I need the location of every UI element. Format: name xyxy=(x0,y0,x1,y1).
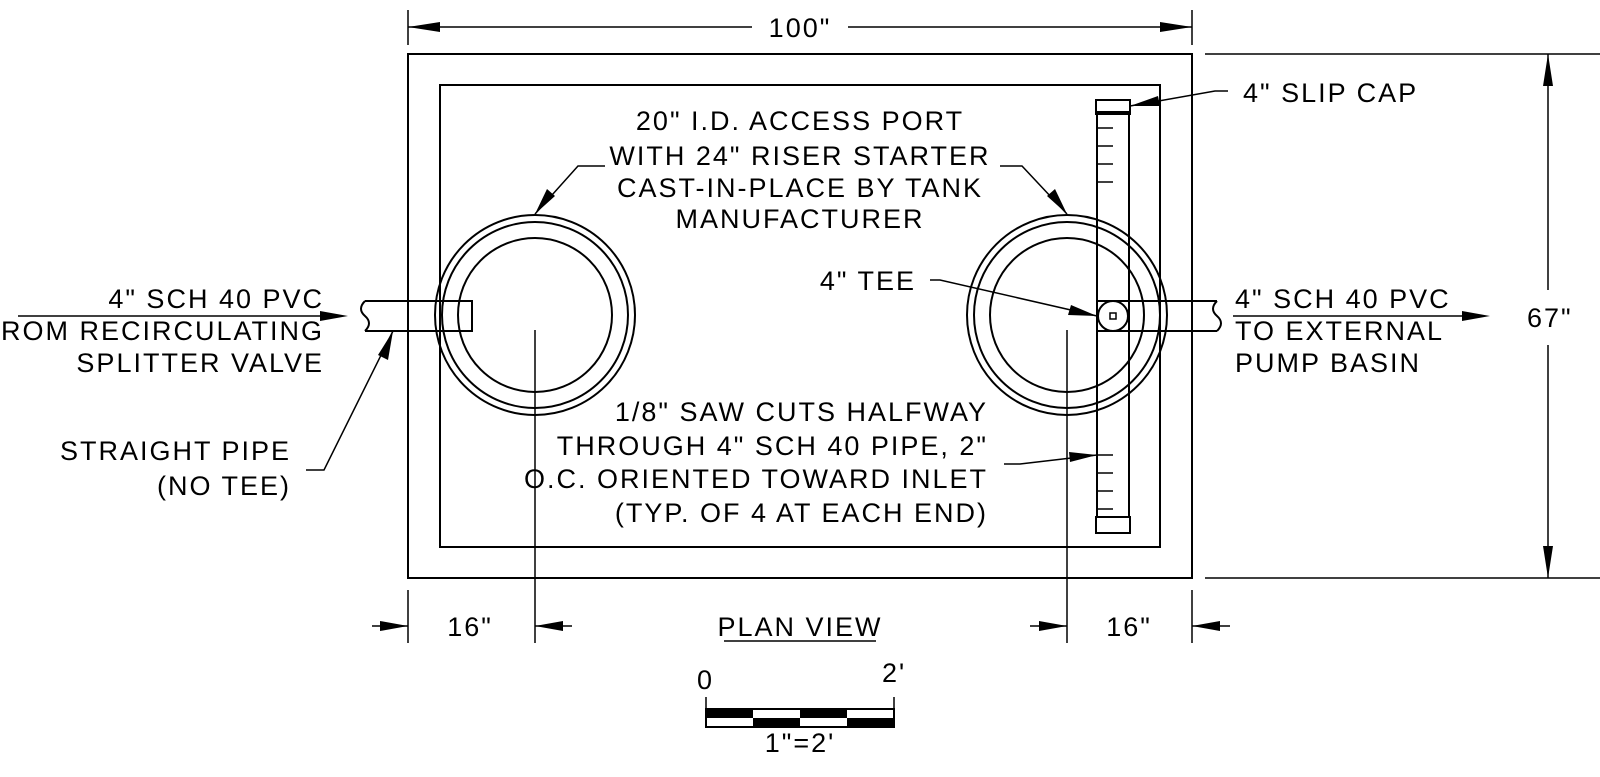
svg-text:16": 16" xyxy=(1106,612,1152,642)
svg-text:O.C. ORIENTED TOWARD INLET: O.C. ORIENTED TOWARD INLET xyxy=(524,464,988,494)
inlet-label: 4" SCH 40 PVC FROM RECIRCULATING SPLITTE… xyxy=(0,284,348,378)
inlet-pipe xyxy=(360,300,473,332)
saw-cuts-note: 1/8" SAW CUTS HALFWAY THROUGH 4" SCH 40 … xyxy=(524,397,1098,528)
right-dimension: 67" xyxy=(1205,53,1600,579)
tee-note: 4" TEE xyxy=(820,266,1098,317)
svg-text:1/8" SAW CUTS HALFWAY: 1/8" SAW CUTS HALFWAY xyxy=(615,397,988,427)
svg-text:MANUFACTURER: MANUFACTURER xyxy=(675,204,924,234)
dim-right-label: 67" xyxy=(1527,303,1573,333)
right-access-port xyxy=(966,214,1168,643)
straight-pipe-note: STRAIGHT PIPE (NO TEE) xyxy=(60,330,394,501)
svg-text:4" SCH 40 PVC: 4" SCH 40 PVC xyxy=(1235,284,1451,314)
svg-text:20" I.D. ACCESS PORT: 20" I.D. ACCESS PORT xyxy=(636,106,964,136)
svg-text:WITH 24" RISER STARTER: WITH 24" RISER STARTER xyxy=(609,141,990,171)
slip-cap-note: 4" SLIP CAP xyxy=(1129,78,1418,108)
svg-text:(NO TEE): (NO TEE) xyxy=(157,471,291,501)
svg-text:TO EXTERNAL: TO EXTERNAL xyxy=(1235,316,1444,346)
svg-text:4" SCH 40 PVC: 4" SCH 40 PVC xyxy=(108,284,324,314)
svg-text:(TYP. OF 4 AT EACH END): (TYP. OF 4 AT EACH END) xyxy=(615,498,988,528)
svg-text:16": 16" xyxy=(447,612,493,642)
bottom-dimension-left: 16" xyxy=(372,590,572,643)
bottom-slip-cap xyxy=(1095,516,1131,534)
svg-text:1"=2': 1"=2' xyxy=(765,728,836,758)
svg-text:0: 0 xyxy=(697,665,714,695)
top-slip-cap xyxy=(1095,99,1131,115)
access-port-note: 20" I.D. ACCESS PORT WITH 24" RISER STAR… xyxy=(534,106,1068,234)
svg-text:FROM RECIRCULATING: FROM RECIRCULATING xyxy=(0,316,324,346)
tank-outer-wall xyxy=(407,53,1193,579)
left-access-port xyxy=(434,214,636,643)
svg-text:PLAN VIEW: PLAN VIEW xyxy=(717,612,882,642)
tee-fitting xyxy=(1097,300,1129,332)
top-dimension: 100" xyxy=(407,10,1193,45)
dim-top-label: 100" xyxy=(769,13,832,43)
scale-bar: 0 2' 1"=2' xyxy=(697,658,906,758)
svg-text:SPLITTER VALVE: SPLITTER VALVE xyxy=(76,348,324,378)
outlet-pipe-assembly xyxy=(1095,99,1222,534)
svg-text:THROUGH 4" SCH 40 PIPE, 2": THROUGH 4" SCH 40 PIPE, 2" xyxy=(557,431,988,461)
svg-text:CAST-IN-PLACE BY TANK: CAST-IN-PLACE BY TANK xyxy=(617,173,983,203)
svg-text:4" SLIP CAP: 4" SLIP CAP xyxy=(1243,78,1418,108)
bottom-dimension-right: 16" xyxy=(1030,590,1230,643)
outlet-label: 4" SCH 40 PVC TO EXTERNAL PUMP BASIN xyxy=(1233,284,1490,378)
svg-text:STRAIGHT PIPE: STRAIGHT PIPE xyxy=(60,436,291,466)
svg-text:4" TEE: 4" TEE xyxy=(820,266,916,296)
svg-text:2': 2' xyxy=(882,658,906,688)
drawing-title: PLAN VIEW xyxy=(717,612,882,642)
svg-text:PUMP BASIN: PUMP BASIN xyxy=(1235,348,1421,378)
